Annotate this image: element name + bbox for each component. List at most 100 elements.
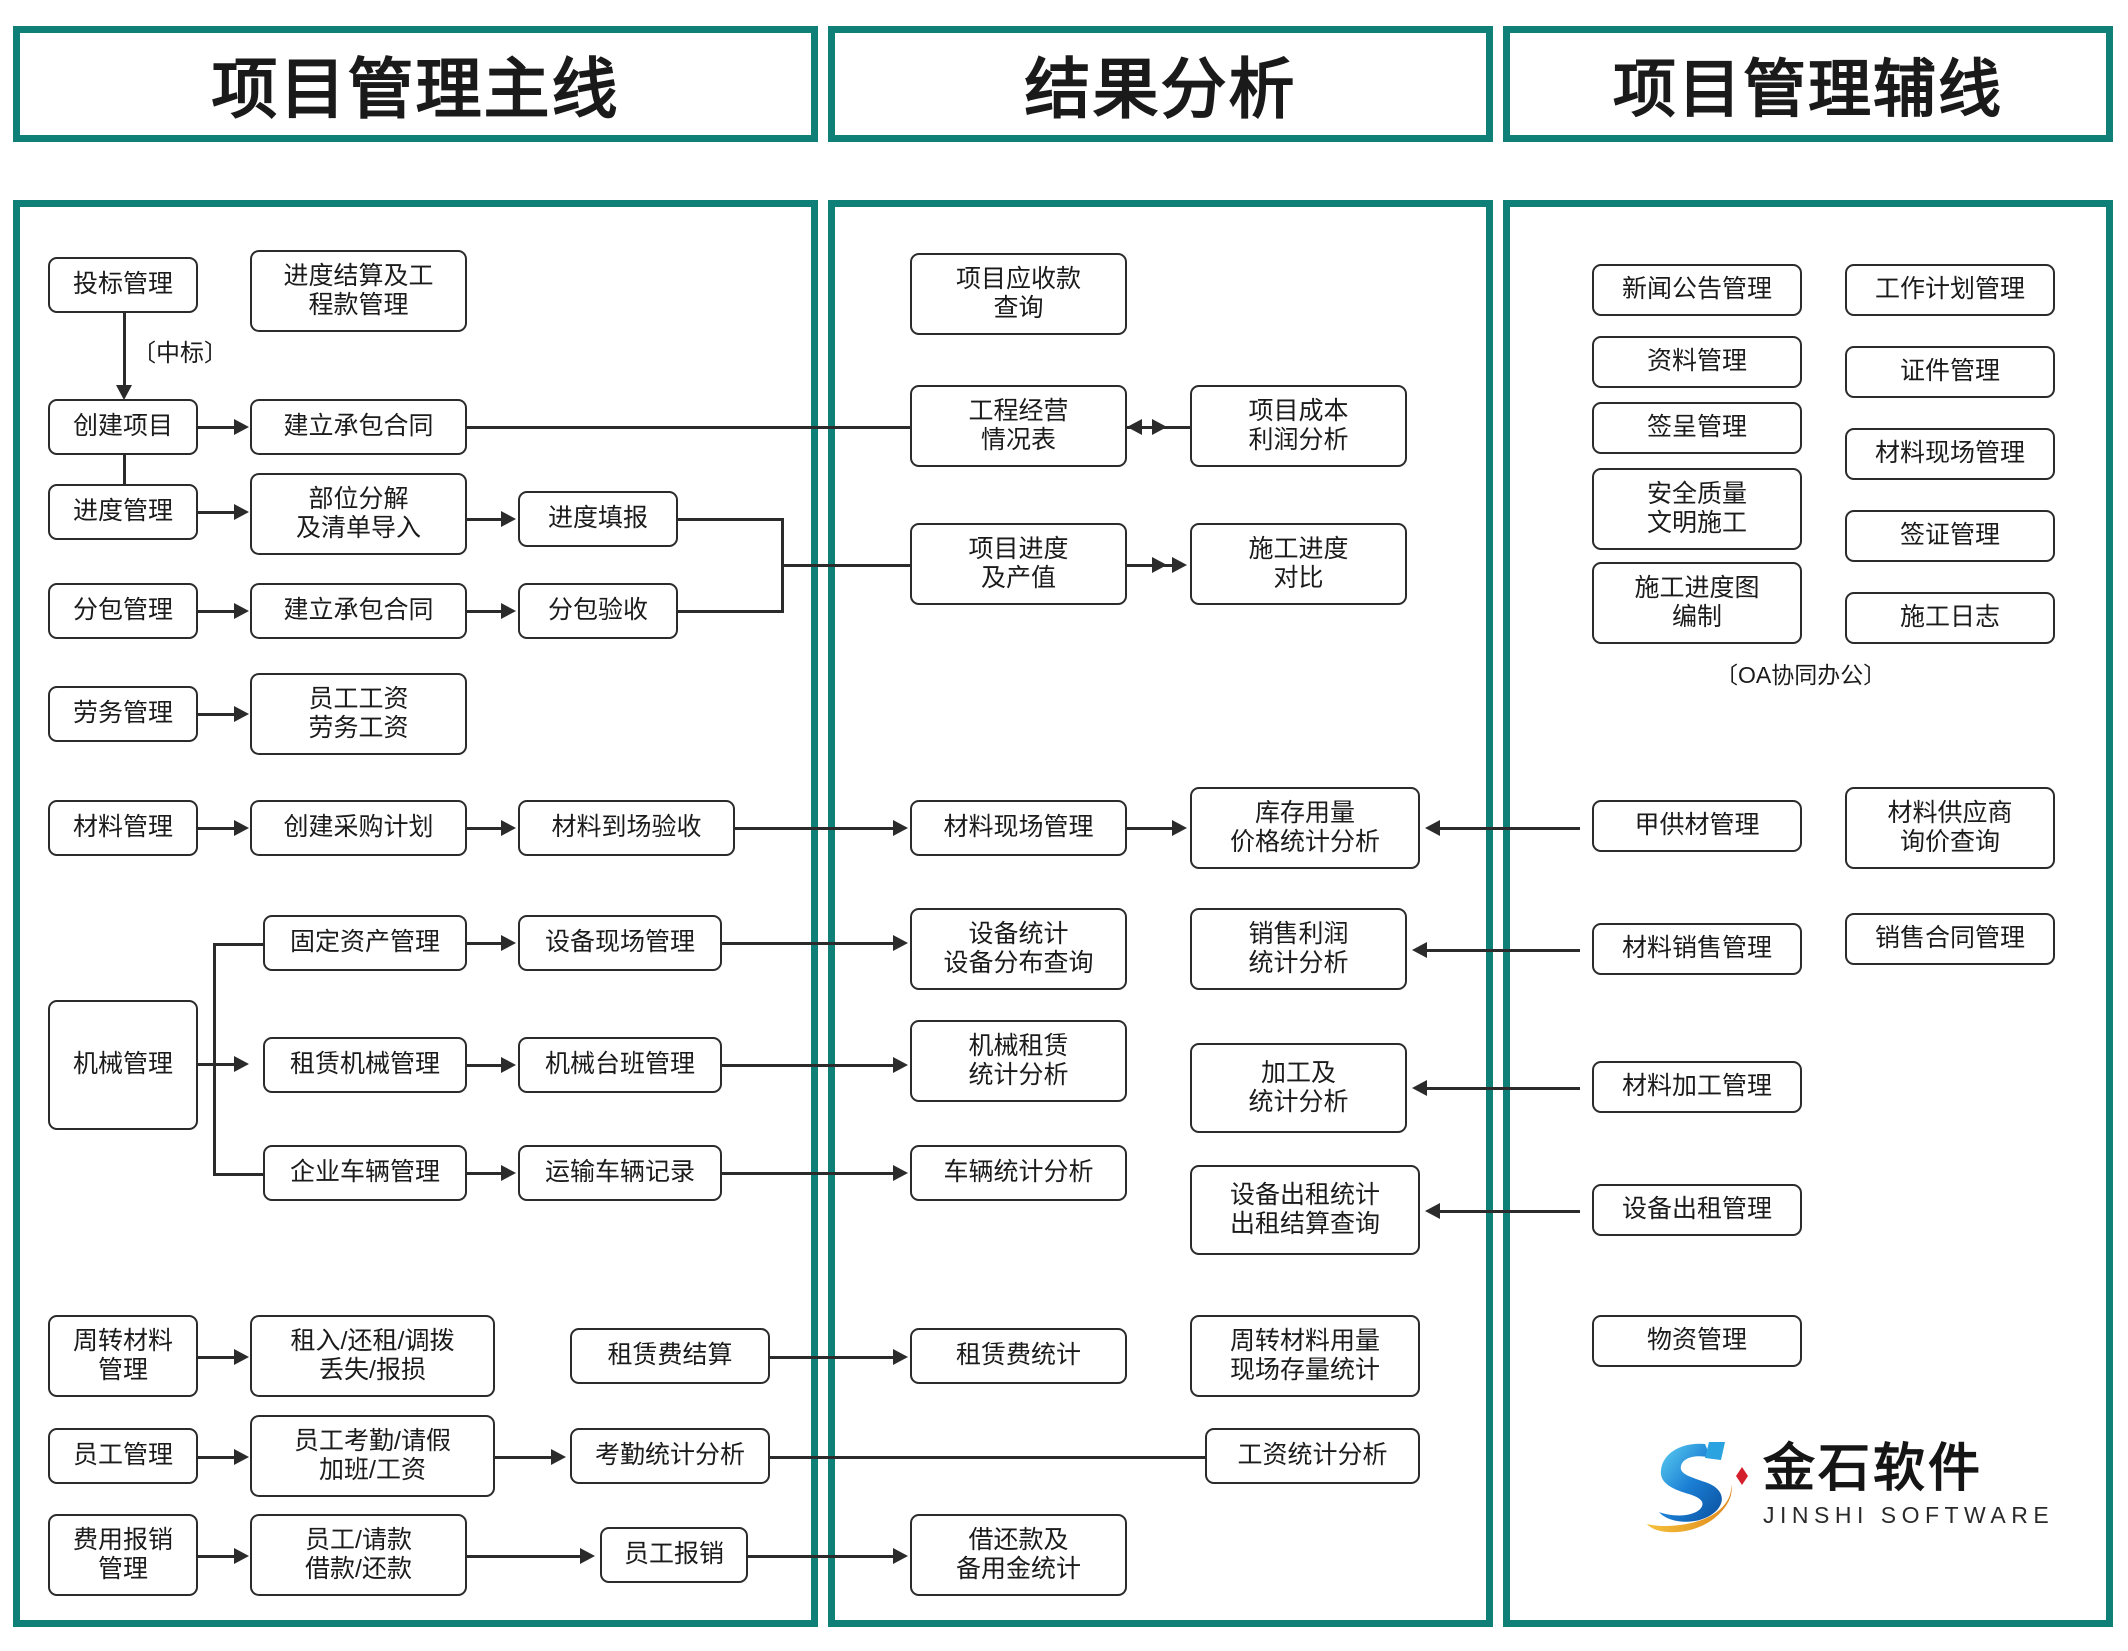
box-material-management[interactable]: 材料管理	[48, 800, 198, 856]
box-material-processing-management[interactable]: 材料加工管理	[1592, 1061, 1802, 1113]
header-main-line-title: 项目管理主线	[211, 50, 620, 128]
box-project-cost-profit-analysis[interactable]: 项目成本 利润分析	[1190, 385, 1407, 467]
box-certificate-management[interactable]: 证件管理	[1845, 346, 2055, 398]
box-equipment-site-management[interactable]: 设备现场管理	[518, 915, 722, 971]
box-label: 费用报销 管理	[72, 1525, 173, 1584]
box-machinery-management[interactable]: 机械管理	[48, 1000, 198, 1130]
box-material-site-management-analysis[interactable]: 材料现场管理	[910, 800, 1127, 856]
box-subcontract-acceptance[interactable]: 分包验收	[518, 583, 678, 639]
box-attendance-leave-overtime[interactable]: 员工考勤/请假 加班/工资	[250, 1415, 495, 1497]
box-turnover-material-management[interactable]: 周转材料 管理	[48, 1315, 198, 1397]
connector-leased-to-shift	[467, 1064, 503, 1067]
box-owner-supplied-material-management[interactable]: 甲供材管理	[1592, 800, 1802, 852]
box-label: 库存用量 价格统计分析	[1229, 798, 1380, 857]
box-material-supplier-inquiry[interactable]: 材料供应商 询价查询	[1845, 787, 2055, 869]
connector-bid-to-create	[123, 313, 126, 391]
box-label: 机械台班管理	[544, 1050, 695, 1079]
box-loan-repay-petty-cash-stats[interactable]: 借还款及 备用金统计	[910, 1514, 1127, 1596]
box-sales-profit-stats[interactable]: 销售利润 统计分析	[1190, 908, 1407, 990]
box-label: 工作计划管理	[1874, 275, 2025, 304]
box-material-arrival-check[interactable]: 材料到场验收	[518, 800, 735, 856]
connector-equip-rental-mgmt-to-stats	[1440, 1210, 1580, 1213]
box-label: 资料管理	[1646, 347, 1747, 376]
box-processing-stats[interactable]: 加工及 统计分析	[1190, 1043, 1407, 1133]
connector-plan-to-arrival	[467, 827, 503, 830]
box-safety-quality-civilized[interactable]: 安全质量 文明施工	[1592, 468, 1802, 550]
box-machine-shift-management[interactable]: 机械台班管理	[518, 1037, 722, 1093]
box-label: 运输车辆记录	[544, 1158, 695, 1187]
connector-vehicle-to-record	[467, 1172, 503, 1175]
connector-machinery-bracket	[213, 943, 216, 1173]
box-rental-fee-settlement[interactable]: 租赁费结算	[570, 1328, 770, 1384]
box-create-project[interactable]: 创建项目	[48, 399, 198, 455]
arrowhead-right	[234, 820, 249, 836]
box-rent-return-transfer[interactable]: 租入/还租/调拨 丢失/报损	[250, 1315, 495, 1397]
box-equipment-rental-management[interactable]: 设备出租管理	[1592, 1184, 1802, 1236]
box-employee-payment-loan[interactable]: 员工/请款 借款/还款	[250, 1514, 467, 1596]
jinshi-s-mark-icon	[1635, 1432, 1753, 1540]
connector-equip-to-stats	[722, 942, 900, 945]
connector-machinery-stem	[198, 1063, 236, 1066]
box-label: 建立承包合同	[283, 412, 434, 441]
box-labor-management[interactable]: 劳务管理	[48, 686, 198, 742]
connector-labor-to-wage	[198, 713, 236, 716]
box-progress-report[interactable]: 进度填报	[518, 491, 678, 547]
box-label: 项目成本 利润分析	[1248, 396, 1349, 455]
connector-part-to-report	[467, 518, 503, 521]
arrowhead-right	[893, 1548, 908, 1564]
box-wage-stats[interactable]: 工资统计分析	[1205, 1428, 1420, 1484]
box-vehicle-stats[interactable]: 车辆统计分析	[910, 1145, 1127, 1201]
box-construction-schedule-chart[interactable]: 施工进度图 编制	[1592, 562, 1802, 644]
box-employee-reimbursement[interactable]: 员工报销	[600, 1527, 748, 1583]
arrowhead-right	[501, 1165, 516, 1181]
arrowhead-right	[893, 935, 908, 951]
box-subcontract-management[interactable]: 分包管理	[48, 583, 198, 639]
box-rental-fee-stats[interactable]: 租赁费统计	[910, 1328, 1127, 1384]
box-project-receivable-query[interactable]: 项目应收款 查询	[910, 253, 1127, 335]
box-project-progress-value[interactable]: 项目进度 及产值	[910, 523, 1127, 605]
box-create-purchase-plan[interactable]: 创建采购计划	[250, 800, 467, 856]
connector-payment-to-reimb	[467, 1555, 582, 1558]
box-attendance-stats[interactable]: 考勤统计分析	[570, 1428, 770, 1484]
box-label: 加工及 统计分析	[1248, 1058, 1349, 1117]
box-document-management[interactable]: 资料管理	[1592, 336, 1802, 388]
box-label: 施工进度 对比	[1248, 534, 1349, 593]
box-approval-management[interactable]: 签呈管理	[1592, 402, 1802, 454]
box-expense-reimbursement-management[interactable]: 费用报销 管理	[48, 1514, 198, 1596]
box-material-site-management-aux[interactable]: 材料现场管理	[1845, 428, 2055, 480]
box-part-decompose[interactable]: 部位分解 及清单导入	[250, 473, 467, 555]
box-supplies-management[interactable]: 物资管理	[1592, 1315, 1802, 1367]
box-company-vehicle-management[interactable]: 企业车辆管理	[263, 1145, 467, 1201]
box-engineering-operation-table[interactable]: 工程经营 情况表	[910, 385, 1127, 467]
box-work-plan-management[interactable]: 工作计划管理	[1845, 264, 2055, 316]
box-label: 机械租赁 统计分析	[968, 1031, 1069, 1090]
box-bid-management[interactable]: 投标管理	[48, 257, 198, 313]
box-establish-contract-1[interactable]: 建立承包合同	[250, 399, 467, 455]
box-progress-settlement[interactable]: 进度结算及工 程款管理	[250, 250, 467, 332]
box-visa-management[interactable]: 签证管理	[1845, 510, 2055, 562]
box-inventory-price-stats[interactable]: 库存用量 价格统计分析	[1190, 787, 1420, 869]
box-label: 进度管理	[72, 497, 173, 526]
box-equipment-stats-distribution[interactable]: 设备统计 设备分布查询	[910, 908, 1127, 990]
logo-cn-name: 金石软件	[1763, 1439, 1984, 1499]
box-equipment-rental-settlement-query[interactable]: 设备出租统计 出租结算查询	[1190, 1165, 1420, 1255]
box-transport-vehicle-record[interactable]: 运输车辆记录	[518, 1145, 722, 1201]
box-construction-log[interactable]: 施工日志	[1845, 592, 2055, 644]
box-label: 材料到场验收	[551, 813, 702, 842]
box-employee-labor-wage[interactable]: 员工工资 劳务工资	[250, 673, 467, 755]
arrowhead-right	[234, 706, 249, 722]
box-fixed-asset-management[interactable]: 固定资产管理	[263, 915, 467, 971]
arrowhead-right	[551, 1449, 566, 1465]
box-turnover-material-usage-stock[interactable]: 周转材料用量 现场存量统计	[1190, 1315, 1420, 1397]
box-construction-progress-compare[interactable]: 施工进度 对比	[1190, 523, 1407, 605]
connector-material-to-plan	[198, 827, 236, 830]
box-establish-contract-2[interactable]: 建立承包合同	[250, 583, 467, 639]
box-employee-management[interactable]: 员工管理	[48, 1428, 198, 1484]
arrowhead-right	[893, 1165, 908, 1181]
box-progress-management[interactable]: 进度管理	[48, 484, 198, 540]
box-news-announcement-management[interactable]: 新闻公告管理	[1592, 264, 1802, 316]
box-machine-rental-stats[interactable]: 机械租赁 统计分析	[910, 1020, 1127, 1102]
box-material-sales-management[interactable]: 材料销售管理	[1592, 923, 1802, 975]
box-sales-contract-management[interactable]: 销售合同管理	[1845, 913, 2055, 965]
box-leased-machinery-management[interactable]: 租赁机械管理	[263, 1037, 467, 1093]
